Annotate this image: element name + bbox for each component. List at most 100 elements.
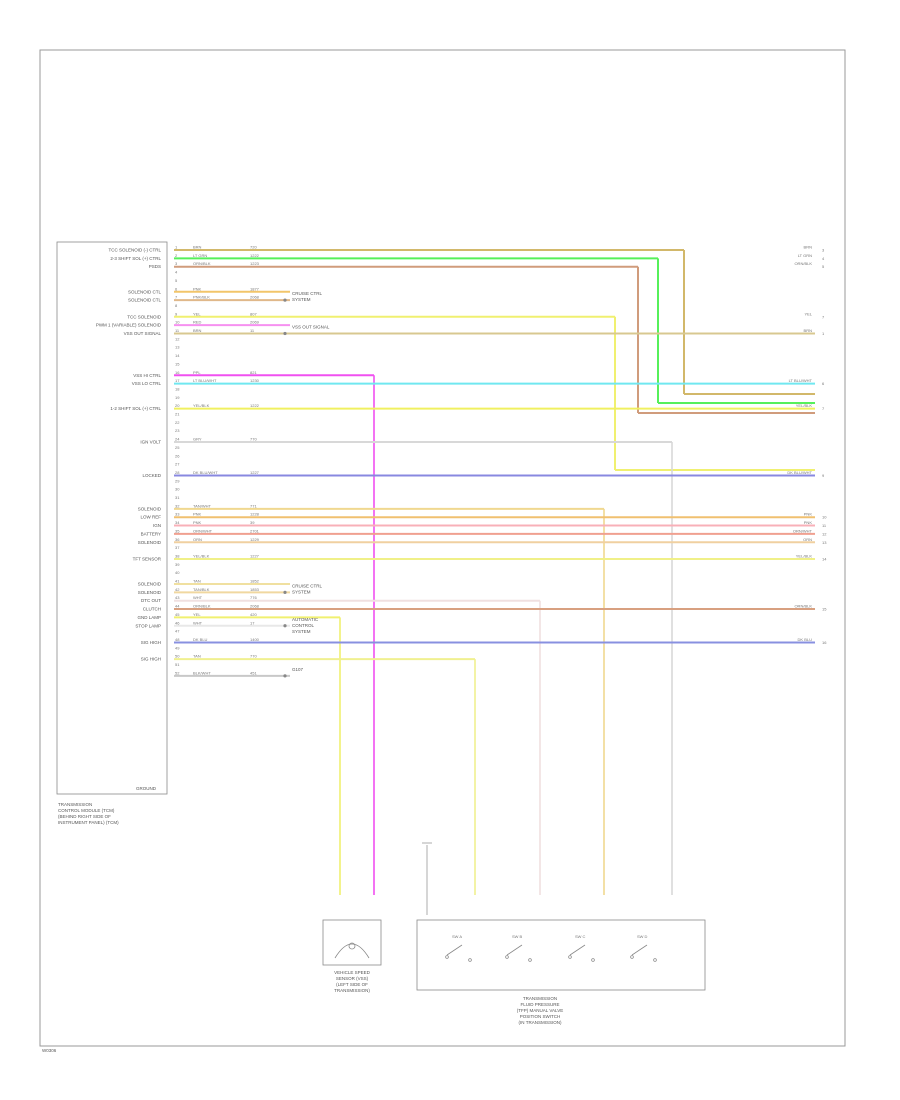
sensor-caption-line: SENSOR (VSS) [336,976,369,981]
wire-end-number: 12 [822,531,827,536]
wire-end-label: YEL [804,311,812,316]
wire-circuit-code: 770 [250,437,257,442]
wire-circuit-code: 1852 [250,579,260,584]
pin-number: 32 [175,503,180,508]
switch-caption-line: POSITION SWITCH [520,1014,561,1019]
wire-circuit-code: 1877 [250,286,260,291]
side-note-line: VSS OUT SIGNAL [292,325,330,330]
splice-dot [283,331,287,336]
pin-number: 2 [175,253,178,258]
side-note-line: AUTOMATIC [292,617,319,622]
switch-terminal [568,955,572,959]
pin-number-unused: 37 [175,545,180,550]
wire-color-label: TAN [193,579,201,584]
pin-number-unused: 51 [175,662,180,667]
pin-number-unused: 47 [175,629,180,634]
switch-terminal [630,955,634,959]
wire-circuit-code: 720 [250,245,257,250]
pin-number: 46 [175,620,180,625]
wire-color-label: RED [193,320,202,325]
switch-label: SW A [452,934,462,939]
pin-number: 50 [175,654,180,659]
wire-end-number: 13 [822,540,827,545]
wire-color-label: YEL/BLK [193,553,210,558]
module-pin-label: SOLENOID [138,590,162,595]
pin-number: 9 [175,311,178,316]
wire-end-label: DK BLU/WHT [787,470,812,475]
wire-end-number: 1 [822,331,825,336]
module-caption-line: CONTROL MODULE (TCM) [58,808,115,813]
wire-color-label: YEL [193,311,201,316]
wire-circuit-code: 39 [250,520,255,525]
diagram-frame [39,49,846,1047]
wire-circuit-code: 1223 [250,261,260,266]
module-pin-label: SIG HIGH [141,640,161,645]
splice-dot [283,590,287,594]
pin-number-unused: 12 [175,336,180,341]
module-pin-label: TCC SOLENOID (-) CTRL [108,248,161,253]
sensor-caption-line: VEHICLE SPEED [334,970,371,975]
pin-number-unused: 27 [175,462,180,467]
pin-number: 45 [175,612,180,617]
wire-color-label: ORN/BLK [193,261,211,266]
wire-color-label: PNK [193,520,202,525]
switch-terminal [653,958,657,962]
pin-number: 17 [175,378,180,383]
wire-end-label: LT BLU/WHT [789,378,813,383]
pin-number-unused: 26 [175,453,180,458]
pin-number-unused: 49 [175,645,180,650]
wire-circuit-code: 1227 [250,470,260,475]
wire-end-label: YEL/BLK [796,553,813,558]
wire-end-label: PNK [804,512,813,517]
wire-end-number: 9 [822,473,825,478]
wire-end-number: 6 [822,381,825,386]
wire-circuit-code: 821 [250,370,257,375]
pin-number: 33 [175,512,180,517]
pin-number-unused: 39 [175,562,180,567]
pin-number: 42 [175,587,180,592]
switch-terminal [445,955,449,959]
pin-number: 7 [175,295,178,300]
wire-color-label: DK BLU [193,637,208,642]
pin-number: 28 [175,470,180,475]
wire-end-label: LT GRN [798,253,812,258]
wire-color-label: TAN/BLK [193,587,210,592]
wire-end-number: 3 [822,248,825,253]
module-pin-label: VSS OUT SIGNAL [124,331,162,336]
pin-number: 11 [175,328,180,333]
wire-color-label: WHT [193,595,203,600]
pin-number: 16 [175,370,180,375]
switch-label: SW D [637,934,648,939]
switch-label: SW B [512,934,523,939]
switch-contact [506,944,523,956]
side-note-line: G107 [292,667,304,672]
wire-color-label: ORN [193,537,202,542]
side-note-line: SYSTEM [292,629,311,634]
wire-color-label: LT GRN [193,253,207,258]
switch-contact [446,944,463,956]
module-ground-label: GROUND [136,786,157,791]
pin-number-unused: 22 [175,420,180,425]
wire-color-label: TAN/WHT [193,503,211,508]
wire-circuit-code: 17 [250,620,255,625]
wire-circuit-code: 1400 [250,637,260,642]
pin-number-unused: 23 [175,428,180,433]
wire-circuit-code: 770 [250,654,257,659]
pin-number: 10 [175,320,180,325]
pin-number: 24 [175,437,180,442]
pin-number: 41 [175,579,180,584]
pin-number: 34 [175,520,180,525]
pin-number-unused: 4 [175,270,178,275]
pin-number-unused: 19 [175,395,180,400]
module-pin-label: STOP LAMP [135,623,161,628]
module-pin-label: TCC SOLENOID [127,314,162,319]
wire-circuit-code: 2068 [250,295,260,300]
module-pin-label: SOLENOID [138,582,162,587]
switch-terminal [468,958,472,962]
wire-end-label: BRN [804,328,813,333]
pin-number: 36 [175,537,180,542]
wire-end-number: 11 [822,523,827,528]
pin-number-unused: 29 [175,478,180,483]
module-pin-label: GND LAMP [137,615,161,620]
